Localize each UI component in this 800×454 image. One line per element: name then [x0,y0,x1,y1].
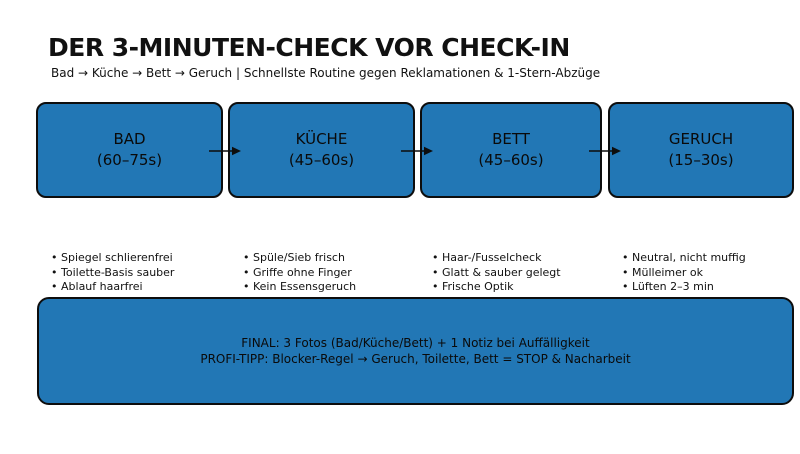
check-list-kueche: Spüle/Sieb frisch Griffe ohne Finger Kei… [243,251,356,295]
check-item: Toilette-Basis sauber [51,266,174,281]
step-duration: (45–60s) [478,151,544,169]
right-arrow-icon [401,146,433,156]
step-duration: (60–75s) [96,151,163,169]
check-item: Spiegel schlierenfrei [51,251,174,266]
check-item: Lüften 2–3 min [622,280,746,295]
page-subtitle: Bad → Küche → Bett → Geruch | Schnellste… [51,66,601,80]
check-item: Frische Optik [432,280,561,295]
page-title: DER 3-MINUTEN-CHECK VOR CHECK-IN [48,33,570,62]
step-box-geruch: GERUCH (15–30s) [608,102,794,198]
check-item: Kein Essensgeruch [243,280,356,295]
step-box-bett: BETT (45–60s) [420,102,602,198]
check-item: Ablauf haarfrei [51,280,174,295]
step-box-bad: BAD (60–75s) [36,102,223,198]
footer-summary-box: FINAL: 3 Fotos (Bad/Küche/Bett) + 1 Noti… [37,297,794,405]
step-label: KÜCHE [295,130,348,148]
check-item: Glatt & sauber gelegt [432,266,561,281]
check-item: Griffe ohne Finger [243,266,356,281]
check-item: Neutral, nicht muffig [622,251,746,266]
check-list-bad: Spiegel schlierenfrei Toilette-Basis sau… [51,251,174,295]
check-list-geruch: Neutral, nicht muffig Mülleimer ok Lüfte… [622,251,746,295]
footer-final-line: FINAL: 3 Fotos (Bad/Küche/Bett) + 1 Noti… [241,335,590,350]
step-duration: (15–30s) [668,151,734,169]
step-duration: (45–60s) [288,151,355,169]
right-arrow-icon [209,146,241,156]
check-item: Spüle/Sieb frisch [243,251,356,266]
right-arrow-icon [589,146,621,156]
check-item: Mülleimer ok [622,266,746,281]
footer-profi-tipp-line: PROFI-TIPP: Blocker-Regel → Geruch, Toil… [200,352,631,366]
check-list-bett: Haar-/Fusselcheck Glatt & sauber gelegt … [432,251,561,295]
check-item: Haar-/Fusselcheck [432,251,561,266]
step-box-kueche: KÜCHE (45–60s) [228,102,415,198]
step-label: GERUCH [668,130,734,148]
step-label: BETT [492,130,530,148]
step-label: BAD [113,130,146,148]
